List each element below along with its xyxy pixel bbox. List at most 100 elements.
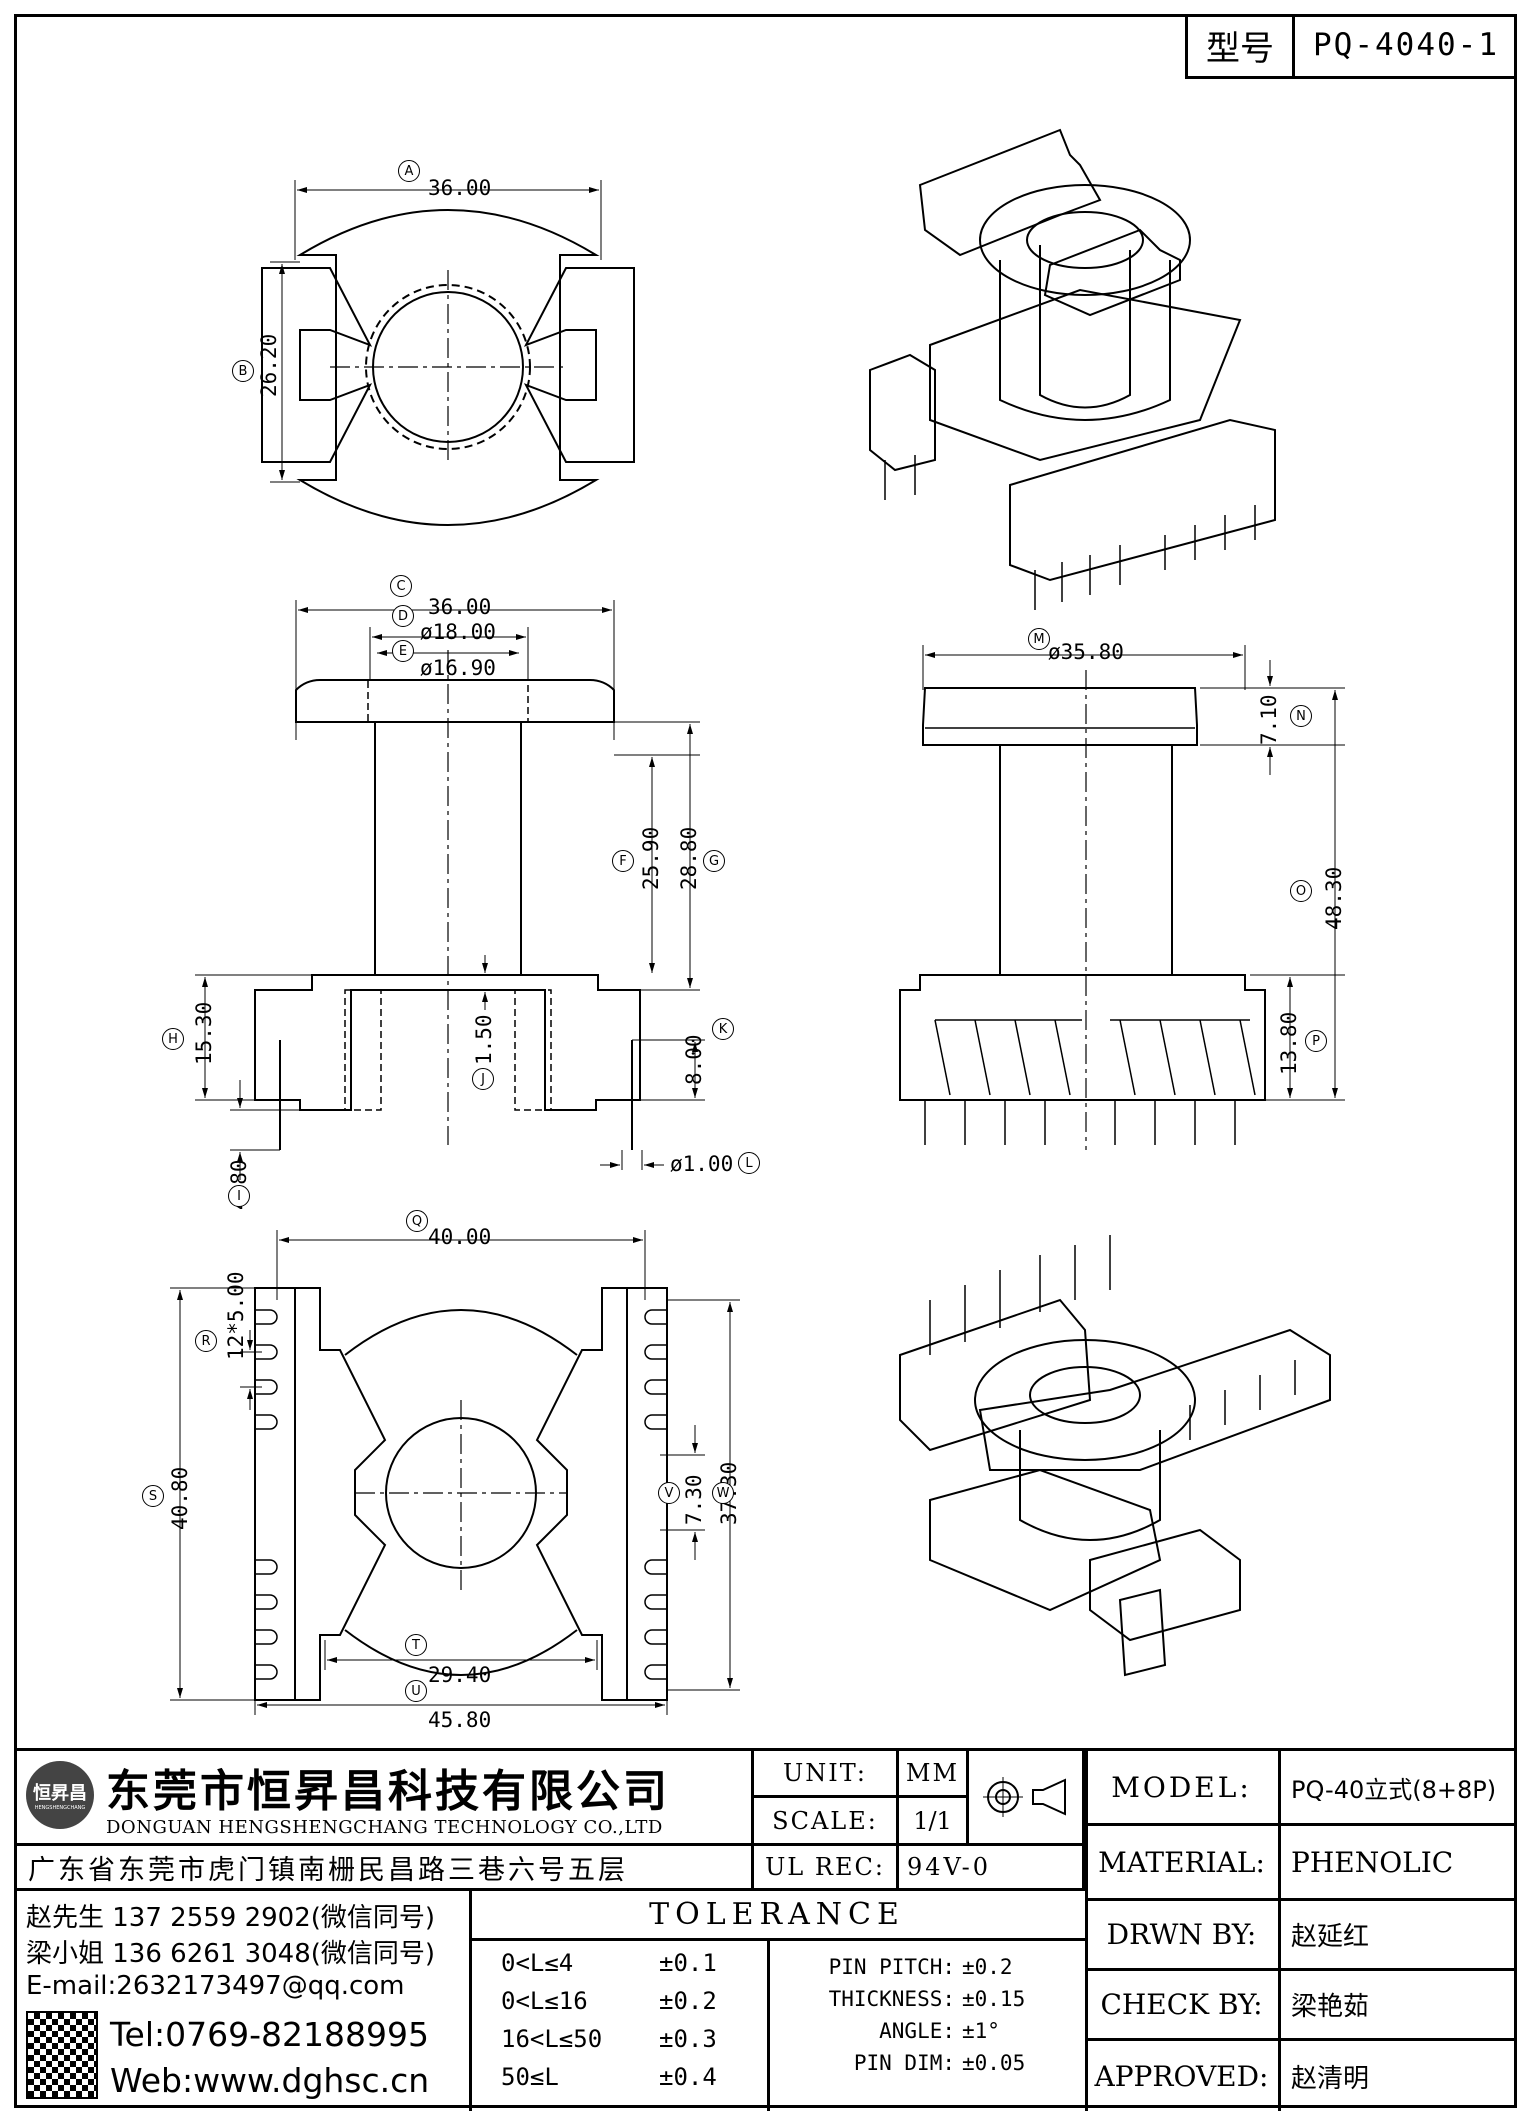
drawing-frame: [14, 14, 1517, 2108]
tolerance-pins: PIN PITCH: ±0.2 THICKNESS: ±0.15 ANGLE: …: [770, 1941, 1085, 2111]
contact-tel: Tel:0769-82188995: [110, 2015, 429, 2054]
material-label: MATERIAL:: [1085, 1826, 1281, 1901]
dim-A: 36.00: [428, 176, 492, 200]
tolerance-ranges: 0<L≤4 ±0.1 0<L≤16 ±0.2 16<L≤50 ±0.3 50≤L…: [469, 1941, 770, 2111]
iso-view-bottom: [899, 1235, 1331, 1677]
model-value: PQ-40立式(8+8P): [1281, 1751, 1517, 1826]
title-block: 恒昇昌 HENGSHENGCHANG 东莞市恒昇昌科技有限公司 DONGUAN …: [14, 1748, 1517, 2111]
logo-text: 恒昇昌: [33, 1783, 87, 1804]
dim-K: 8.00: [682, 1034, 706, 1085]
company-logo: 恒昇昌 HENGSHENGCHANG: [26, 1761, 94, 1829]
projection-icon: [982, 1777, 1066, 1817]
iso-view-top: [869, 128, 1276, 610]
contact-1: 赵先生 137 2559 2902(微信同号): [26, 1903, 436, 1933]
tol-value-3: ±0.3: [659, 2025, 717, 2053]
thickness-label: THICKNESS:: [828, 1987, 955, 2011]
marker-U: U: [405, 1680, 427, 1702]
dim-L: ø1.00: [670, 1152, 734, 1176]
dim-J: 1.50: [472, 1014, 496, 1065]
marker-O: O: [1290, 880, 1312, 902]
marker-T: T: [405, 1634, 427, 1656]
tol-range-3: 16<L≤50: [501, 2025, 603, 2053]
marker-W: W: [712, 1482, 734, 1504]
top-view: [261, 180, 635, 526]
bottom-view: [170, 1230, 740, 1715]
approved-label: APPROVED:: [1085, 2041, 1281, 2111]
marker-C: C: [390, 575, 412, 597]
dim-G: 28.80: [677, 826, 701, 890]
dim-E: ø16.90: [420, 656, 496, 680]
dim-O: 48.30: [1322, 866, 1346, 930]
approved-value: 赵清明: [1291, 2063, 1370, 2094]
marker-A: A: [398, 160, 420, 182]
front-view: [195, 600, 705, 1180]
dim-Q: 40.00: [428, 1225, 492, 1249]
material-value: PHENOLIC: [1281, 1826, 1517, 1901]
company-name-en: DONGUAN HENGSHENGCHANG TECHNOLOGY CO.,LT…: [106, 1817, 663, 1838]
tol-range-1: 0<L≤4: [501, 1949, 574, 1977]
pin-dim-tol: ±0.05: [962, 2051, 1026, 2075]
marker-S: S: [142, 1485, 164, 1507]
tolerance-title: TOLERANCE: [469, 1891, 1085, 1941]
marker-H: H: [162, 1028, 184, 1050]
dim-T: 29.40: [428, 1663, 492, 1687]
dim-V: 7.30: [682, 1474, 706, 1525]
angle-label: ANGLE:: [879, 2019, 955, 2043]
dim-U: 45.80: [428, 1708, 492, 1732]
dim-M: ø35.80: [1048, 640, 1124, 664]
tol-value-4: ±0.4: [659, 2063, 717, 2091]
dim-R: 12*5.00: [224, 1271, 248, 1360]
logo-subtext: HENGSHENGCHANG: [34, 1805, 86, 1811]
dim-P: 13.80: [1277, 1011, 1301, 1075]
pin-dim-label: PIN DIM:: [853, 2051, 955, 2075]
marker-M: M: [1028, 628, 1050, 650]
contact-panel: 赵先生 137 2559 2902(微信同号) 梁小姐 136 6261 304…: [14, 1891, 472, 2111]
projection-symbol: [969, 1751, 1085, 1846]
marker-P: P: [1305, 1030, 1327, 1052]
dim-D: ø18.00: [420, 620, 496, 644]
marker-B: B: [232, 360, 254, 382]
drawn-label: DRWN BY:: [1085, 1901, 1281, 1971]
tol-value-1: ±0.1: [659, 1949, 717, 1977]
check-label: CHECK BY:: [1085, 1971, 1281, 2041]
contact-web: Web:www.dghsc.cn: [110, 2061, 430, 2100]
ul-rec-value: 94V-0: [899, 1846, 1085, 1891]
pin-pitch-label: PIN PITCH:: [828, 1955, 955, 1979]
pin-pitch-tol: ±0.2: [962, 1955, 1013, 1979]
marker-L: L: [738, 1152, 760, 1174]
ul-rec-label: UL REC:: [754, 1846, 899, 1891]
spec-divider: [1085, 1751, 1088, 2111]
company-header: 恒昇昌 HENGSHENGCHANG 东莞市恒昇昌科技有限公司 DONGUAN …: [14, 1751, 754, 1846]
model-label: MODEL:: [1085, 1751, 1281, 1826]
scale-label: SCALE:: [754, 1798, 899, 1846]
marker-E: E: [392, 640, 414, 662]
tol-range-4: 50≤L: [501, 2063, 559, 2091]
marker-R: R: [195, 1330, 217, 1352]
marker-F: F: [612, 850, 634, 872]
dim-S: 40.80: [168, 1466, 192, 1530]
marker-N: N: [1290, 705, 1312, 727]
marker-Q: Q: [406, 1210, 428, 1232]
contact-email: E-mail:2632173497@qq.com: [26, 1971, 405, 2001]
drawn-value: 赵延红: [1281, 1901, 1517, 1971]
contact-2: 梁小姐 136 6261 3048(微信同号): [26, 1939, 436, 1969]
qr-code: [26, 2011, 98, 2099]
marker-G: G: [703, 850, 725, 872]
side-view: [899, 645, 1345, 1150]
marker-V: V: [658, 1482, 680, 1504]
dim-B: 26.20: [257, 333, 281, 397]
thickness-tol: ±0.15: [962, 1987, 1026, 2011]
technical-drawing: [170, 128, 1345, 1715]
angle-tol: ±1°: [962, 2019, 1000, 2043]
part-number-box: 型号 PQ-4040-1: [1185, 14, 1517, 79]
tol-range-2: 0<L≤16: [501, 1987, 588, 2015]
tol-value-2: ±0.2: [659, 1987, 717, 2015]
check-value: 梁艳茹: [1281, 1971, 1517, 2041]
unit-label: UNIT:: [754, 1751, 899, 1798]
scale-value: 1/1: [899, 1798, 969, 1846]
marker-K: K: [712, 1018, 734, 1040]
dim-H: 15.30: [192, 1001, 216, 1065]
dim-C: 36.00: [428, 595, 492, 619]
marker-J: J: [472, 1068, 494, 1090]
dim-F: 25.90: [639, 826, 663, 890]
